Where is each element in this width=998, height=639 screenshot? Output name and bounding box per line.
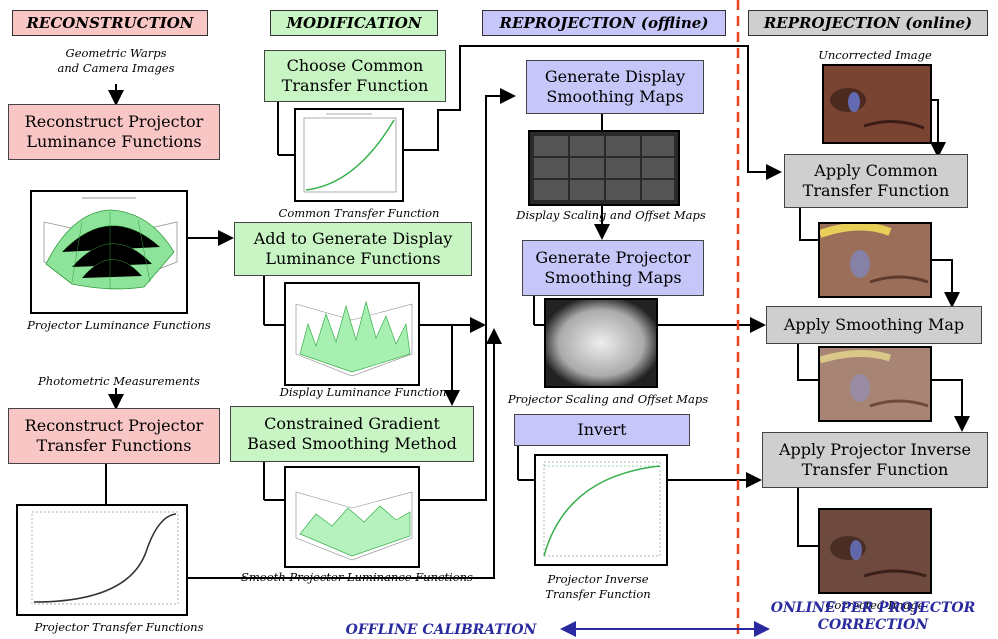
apply-common-box: Apply Common Transfer Function — [784, 154, 968, 208]
add-display-box: Add to Generate Display Luminance Functi… — [234, 222, 472, 276]
caption-geometric-warps: Geometric Warps and Camera Images — [57, 46, 175, 75]
smoothed-image — [818, 346, 932, 422]
constrained-gradient-box: Constrained Gradient Based Smoothing Met… — [230, 406, 474, 462]
caption-projector-inverse: Projector Inverse Transfer Function — [545, 572, 651, 601]
caption-display-maps: Display Scaling and Offset Maps — [516, 208, 706, 222]
projector-scaling-map — [544, 298, 658, 388]
common-transfer-plot — [294, 108, 404, 202]
reconstruct-transfer-box: Reconstruct Projector Transfer Functions — [8, 408, 220, 464]
choose-common-box: Choose Common Transfer Function — [264, 50, 446, 102]
caption-projector-luminance: Projector Luminance Functions — [27, 318, 211, 332]
corrected-image — [818, 508, 932, 594]
uncorrected-image — [822, 64, 932, 144]
projector-luminance-plot — [30, 190, 188, 314]
smooth-projector-plot — [284, 466, 420, 568]
header-reconstruction: RECONSTRUCTION — [12, 10, 208, 36]
common-corrected-image — [818, 222, 932, 298]
header-modification: MODIFICATION — [270, 10, 438, 36]
caption-projector-maps: Projector Scaling and Offset Maps — [507, 392, 709, 406]
caption-smooth-projector: Smooth Projector Luminance Functions — [241, 570, 473, 584]
offline-calibration-label: OFFLINE CALIBRATION — [345, 622, 537, 638]
invert-box: Invert — [514, 414, 690, 446]
caption-corrected: Corrected Image — [825, 598, 925, 612]
caption-display-luminance: Display Luminance Functions — [279, 385, 453, 399]
projector-inverse-plot — [534, 454, 668, 566]
caption-common-transfer: Common Transfer Function — [278, 206, 440, 220]
apply-inverse-box: Apply Projector Inverse Transfer Functio… — [762, 432, 988, 488]
display-luminance-plot — [284, 282, 420, 386]
header-reprojection-online: REPROJECTION (online) — [748, 10, 988, 36]
generate-projector-maps-box: Generate Projector Smoothing Maps — [522, 240, 704, 296]
generate-display-maps-box: Generate Display Smoothing Maps — [526, 60, 704, 114]
online-correction-label: ONLINE PER PROJECTOR CORRECTION — [770, 600, 976, 633]
caption-uncorrected: Uncorrected Image — [818, 48, 932, 62]
apply-smoothing-box: Apply Smoothing Map — [766, 306, 982, 344]
display-scaling-map — [528, 130, 680, 206]
caption-projector-transfer: Projector Transfer Functions — [34, 620, 204, 634]
projector-transfer-plot — [16, 504, 188, 616]
caption-photometric: Photometric Measurements — [38, 374, 200, 388]
reconstruct-luminance-box: Reconstruct Projector Luminance Function… — [8, 104, 220, 160]
header-reprojection-offline: REPROJECTION (offline) — [482, 10, 726, 36]
